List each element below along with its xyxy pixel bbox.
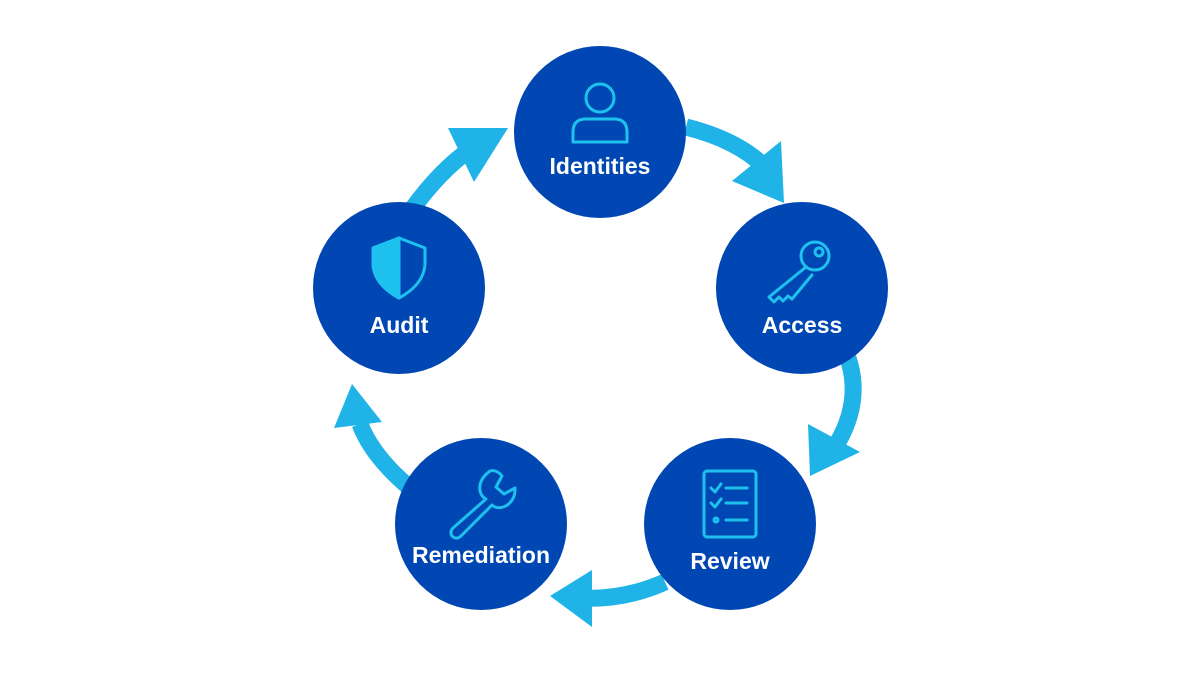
node-access: Access — [716, 202, 888, 374]
checklist-icon — [702, 469, 758, 539]
node-access-label: Access — [762, 312, 843, 338]
node-review-label: Review — [690, 548, 769, 574]
arrow-identities-to-access — [683, 118, 784, 203]
node-audit-label: Audit — [370, 312, 429, 338]
node-remediation: Remediation — [395, 438, 567, 610]
arrow-access-to-review — [808, 355, 862, 476]
key-icon — [767, 240, 831, 304]
node-audit: Audit — [313, 202, 485, 374]
arrow-remediation-to-audit — [334, 384, 416, 495]
arrow-review-to-remediation — [550, 570, 669, 627]
shield-icon — [371, 236, 427, 300]
node-identities-label: Identities — [550, 153, 651, 179]
node-review: Review — [644, 438, 816, 610]
node-identities: Identities — [514, 46, 686, 218]
user-icon — [571, 82, 629, 144]
node-remediation-label: Remediation — [412, 542, 550, 568]
wrench-icon — [449, 469, 517, 540]
node-identities-circle — [514, 46, 686, 218]
node-review-circle — [644, 438, 816, 610]
node-remediation-circle — [395, 438, 567, 610]
arrow-audit-to-identities — [403, 128, 508, 217]
